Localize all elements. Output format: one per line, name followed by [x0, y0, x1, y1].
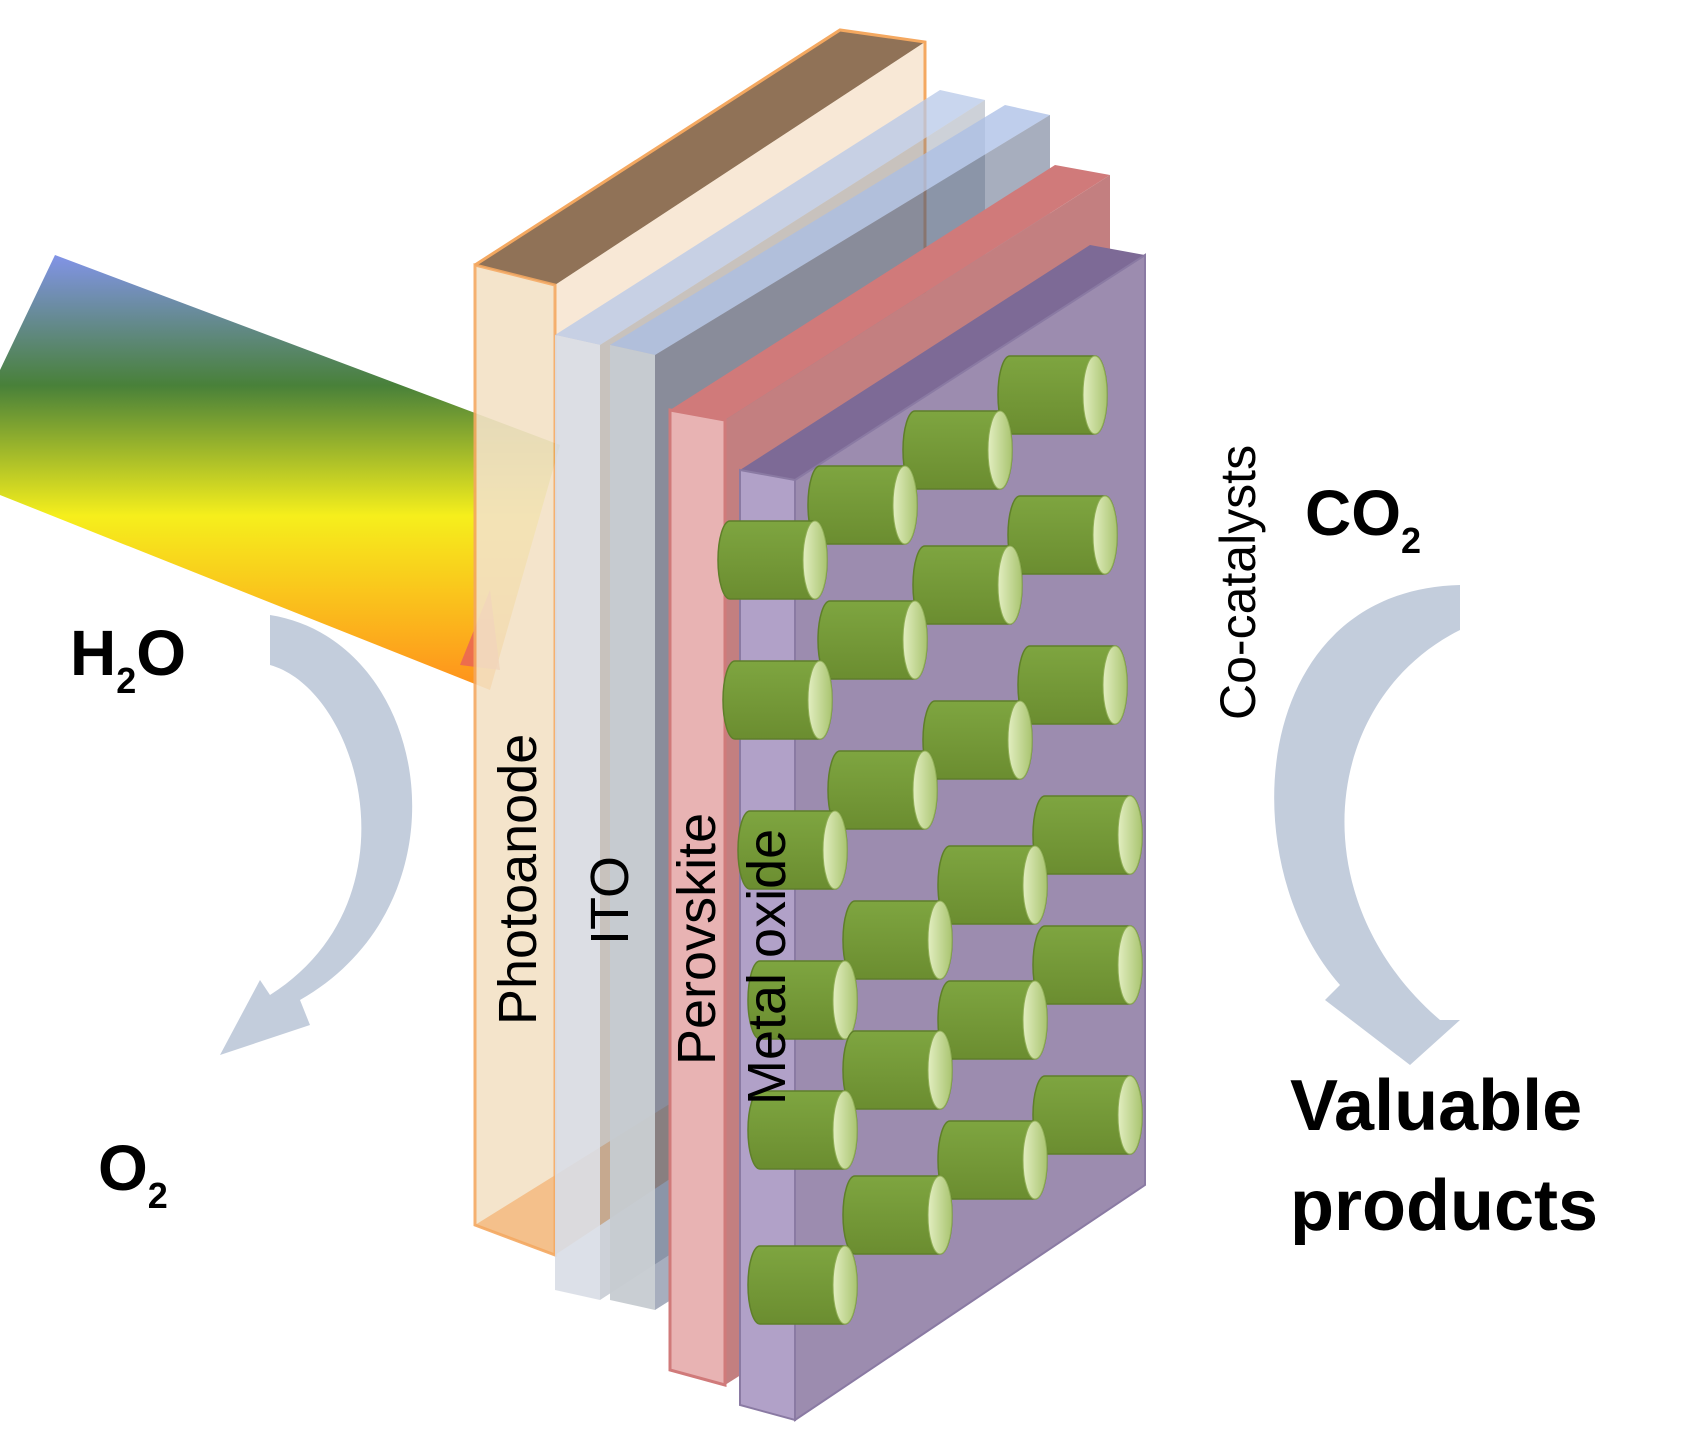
catalyst-cylinder-icon [827, 750, 938, 830]
catalyst-cylinder-icon [817, 600, 928, 680]
ito-label: ITO [580, 856, 640, 945]
catalyst-cylinder-icon [737, 810, 848, 890]
catalyst-cylinder-icon [747, 960, 858, 1040]
catalyst-cylinder-icon [842, 1175, 953, 1255]
catalyst-cylinder-icon [1032, 795, 1143, 875]
valuable-products-line1: Valuable [1290, 1066, 1582, 1146]
catalyst-cylinder-icon [922, 700, 1033, 780]
catalyst-cylinder-icon [1007, 495, 1118, 575]
co-catalyst-array [717, 355, 1143, 1325]
co-catalysts-label: Co-catalysts [1210, 445, 1266, 720]
catalyst-cylinder-icon [1017, 645, 1128, 725]
catalyst-cylinder-icon [902, 410, 1013, 490]
catalyst-cylinder-icon [747, 1245, 858, 1325]
catalyst-cylinder-icon [937, 845, 1048, 925]
catalyst-cylinder-icon [722, 660, 833, 740]
o2-label: O2 [98, 1132, 168, 1216]
catalyst-cylinder-icon [912, 545, 1023, 625]
perovskite-label: Perovskite [667, 813, 727, 1065]
catalyst-cylinder-icon [842, 1030, 953, 1110]
metal-oxide-label: Metal oxide [737, 829, 797, 1105]
catalyst-cylinder-icon [842, 900, 953, 980]
valuable-products-line2: products [1290, 1166, 1598, 1246]
left-curved-arrow-icon [220, 615, 413, 1055]
catalyst-cylinder-icon [937, 1120, 1048, 1200]
catalyst-cylinder-icon [937, 980, 1048, 1060]
catalyst-cylinder-icon [997, 355, 1108, 435]
photoanode-label: Photoanode [488, 734, 548, 1025]
h2o-label: H2O [70, 617, 186, 701]
right-curved-arrow-icon [1274, 585, 1460, 1065]
catalyst-cylinder-icon [747, 1090, 858, 1170]
catalyst-cylinder-icon [717, 520, 828, 600]
catalyst-cylinder-icon [807, 465, 918, 545]
catalyst-cylinder-icon [1032, 1075, 1143, 1155]
catalyst-cylinder-icon [1032, 925, 1143, 1005]
co2-label: CO2 [1305, 477, 1421, 561]
